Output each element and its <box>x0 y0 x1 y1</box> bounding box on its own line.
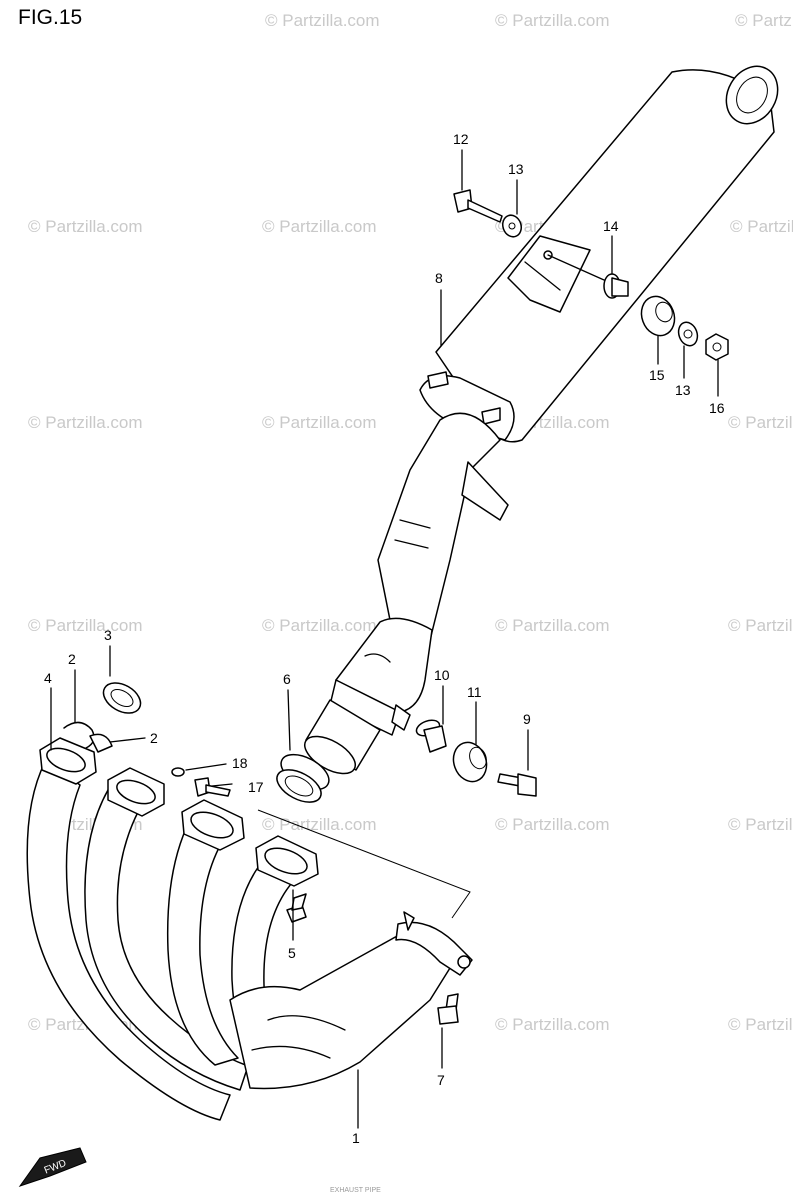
callout-14: 14 <box>603 218 619 234</box>
bolt-part-5[interactable] <box>286 893 307 923</box>
callout-3: 3 <box>104 627 112 643</box>
watermark: © Partzilla.com <box>728 1015 793 1034</box>
fwd-badge: FWD <box>18 1147 87 1187</box>
assembly-line <box>257 809 471 919</box>
callout-6: 6 <box>283 671 291 687</box>
watermark: © Partzilla.com <box>495 815 610 834</box>
fwd-arrow-icon <box>18 1147 87 1187</box>
callout-5: 5 <box>288 945 296 961</box>
watermark: © Partzilla.com <box>28 616 143 635</box>
callout-11: 11 <box>467 684 482 700</box>
watermark-layer: © Partzilla.com © Partzilla.com © Partzi… <box>28 11 793 1034</box>
washer-part-18[interactable] <box>171 767 185 777</box>
bolt-part-7[interactable] <box>437 993 459 1025</box>
figure-title: FIG.15 <box>18 6 83 29</box>
footer-text: EXHAUST PIPE <box>330 1187 381 1194</box>
watermark: © Partzilla.com <box>735 11 793 30</box>
watermark: © Partzilla.com <box>495 616 610 635</box>
watermark: © Partzilla.com <box>728 413 793 432</box>
cushion-part-15[interactable] <box>636 292 680 341</box>
callout-13: 13 <box>508 161 524 177</box>
watermark: © Partzilla.com <box>262 815 377 834</box>
watermark: © Partzilla.com <box>28 217 143 236</box>
cushion-part-11[interactable] <box>448 738 492 787</box>
callout-10: 10 <box>434 667 450 683</box>
callout-17: 17 <box>248 779 264 795</box>
bolt-part-12[interactable] <box>453 189 503 223</box>
washer-part-13a[interactable] <box>500 213 524 240</box>
callout-18: 18 <box>232 755 248 771</box>
watermark: © Partzilla.com <box>262 413 377 432</box>
callout-15: 15 <box>649 367 665 383</box>
watermark: © Partzilla.com <box>28 413 143 432</box>
watermark: © Partzilla.com <box>728 616 793 635</box>
watermark: © Partzilla.com <box>730 217 793 236</box>
nut-part-16[interactable] <box>705 333 729 361</box>
callout-2b: 2 <box>150 730 158 746</box>
bolt-part-10[interactable] <box>414 717 447 753</box>
callout-13b: 13 <box>675 382 691 398</box>
exhaust-header[interactable] <box>26 737 473 1121</box>
clip-part[interactable] <box>63 721 113 753</box>
callout-1: 1 <box>352 1130 360 1146</box>
callout-16: 16 <box>709 400 725 416</box>
callout-7: 7 <box>437 1072 445 1088</box>
leader-lines <box>50 149 719 1129</box>
gasket-part[interactable] <box>98 677 146 720</box>
watermark: © Partzilla.com <box>495 11 610 30</box>
watermark: © Partzilla.com <box>265 11 380 30</box>
watermark: © Partzilla.com <box>262 217 377 236</box>
watermark: © Partzilla.com <box>495 1015 610 1034</box>
callout-12: 12 <box>453 131 469 147</box>
bolt-part-14[interactable] <box>603 273 629 299</box>
watermark: © Partzilla.com <box>728 815 793 834</box>
callout-9: 9 <box>523 711 531 727</box>
connector-gasket-part[interactable] <box>272 747 335 808</box>
bolt-part-17[interactable] <box>194 777 231 797</box>
watermark: © Partzilla.com <box>262 616 377 635</box>
washer-part-13b[interactable] <box>675 320 700 349</box>
callout-2: 2 <box>68 651 76 667</box>
bolt-part-9[interactable] <box>497 773 537 797</box>
callout-4: 4 <box>44 670 52 686</box>
callout-8: 8 <box>435 270 443 286</box>
callout-labels: 1 2 2 3 4 5 6 7 8 9 10 11 12 13 13 14 15… <box>44 131 725 1146</box>
muffler[interactable] <box>299 57 788 781</box>
